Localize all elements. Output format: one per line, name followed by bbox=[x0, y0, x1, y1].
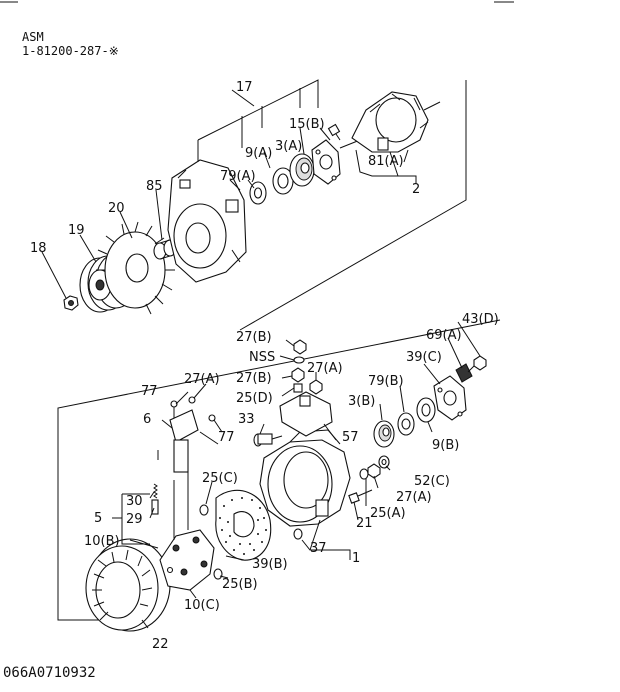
callout-52c: 52(C) bbox=[414, 474, 450, 489]
callout-17: 17 bbox=[236, 80, 253, 95]
part-bearing-3a bbox=[289, 153, 315, 187]
callout-37: 37 bbox=[310, 541, 327, 556]
part-brush-29 bbox=[151, 499, 159, 515]
callout-79b: 79(B) bbox=[368, 374, 404, 389]
callout-21: 21 bbox=[356, 516, 373, 531]
callout-10b: 10(B) bbox=[84, 534, 120, 549]
callout-79a: 79(A) bbox=[220, 169, 256, 184]
callout-39c: 39(C) bbox=[406, 350, 442, 365]
callout-10c: 10(C) bbox=[184, 598, 220, 613]
callout-69a: 69(A) bbox=[426, 328, 462, 343]
callout-15b: 15(B) bbox=[289, 117, 325, 132]
part-plate-15b bbox=[311, 123, 341, 185]
callout-29: 29 bbox=[126, 512, 143, 527]
callout-20: 20 bbox=[108, 201, 125, 216]
part-bearing-3b bbox=[373, 420, 395, 448]
part-bolt-33 bbox=[253, 433, 283, 447]
callout-77-lower: 77 bbox=[218, 430, 235, 445]
part-bolt-21 bbox=[348, 489, 373, 504]
part-rotor bbox=[339, 91, 441, 153]
part-rear-housing bbox=[259, 429, 351, 540]
part-rectifier-10 bbox=[159, 470, 215, 591]
upper-group-border bbox=[239, 80, 467, 331]
callout-nss: NSS bbox=[249, 350, 275, 365]
part-front-housing bbox=[167, 159, 247, 283]
part-tab-69a bbox=[455, 363, 473, 383]
part-regulator-6 bbox=[157, 396, 219, 473]
callout-57: 57 bbox=[342, 430, 359, 445]
callout-22: 22 bbox=[152, 637, 169, 652]
part-number: 1-81200-287-※ bbox=[22, 44, 119, 58]
part-bolt-25b bbox=[213, 568, 223, 580]
callout-5: 5 bbox=[94, 511, 102, 526]
part-ring-9b bbox=[416, 397, 436, 423]
part-nut-27a-right bbox=[309, 379, 323, 395]
figure-code: 066A0710932 bbox=[3, 665, 96, 681]
callout-25a: 25(A) bbox=[370, 506, 406, 521]
part-washer-79b bbox=[397, 412, 415, 436]
part-brush-spring-30 bbox=[153, 483, 158, 499]
part-nut-27b-lower bbox=[291, 367, 305, 383]
part-washer-nss bbox=[293, 356, 305, 364]
part-cover-39b bbox=[215, 489, 272, 561]
part-nut-18 bbox=[63, 295, 79, 311]
lower-leader-lines bbox=[112, 321, 481, 629]
callout-27a-top: 27(A) bbox=[307, 361, 343, 376]
upper-leader-lines bbox=[41, 79, 417, 299]
callout-25d: 25(D) bbox=[236, 391, 273, 406]
part-stator-22 bbox=[85, 538, 171, 632]
lower-assembly-group: 27(B) NSS 27(A) 27(B) 25(D) 43(D) 69(A) … bbox=[57, 312, 501, 652]
callout-2: 2 bbox=[412, 182, 420, 197]
part-terminal-57 bbox=[279, 391, 333, 437]
callout-3a: 3(A) bbox=[275, 139, 302, 154]
part-fan-20 bbox=[96, 221, 175, 315]
callout-6: 6 bbox=[143, 412, 151, 427]
callout-1: 1 bbox=[352, 551, 360, 566]
part-collar-25d bbox=[293, 383, 303, 393]
callout-19: 19 bbox=[68, 223, 85, 238]
part-collar-25a bbox=[359, 468, 369, 480]
callout-27b-lower: 27(B) bbox=[236, 371, 272, 386]
part-bolt-25c bbox=[199, 504, 209, 516]
part-screw-43d bbox=[467, 355, 487, 373]
callout-3b: 3(B) bbox=[348, 394, 375, 409]
callout-85: 85 bbox=[146, 179, 163, 194]
assembly-label: ASM bbox=[22, 30, 44, 44]
part-nut-27b-top bbox=[293, 339, 307, 355]
callout-39b: 39(B) bbox=[252, 557, 288, 572]
part-plate-39c bbox=[433, 375, 467, 421]
part-nut-27a-lower bbox=[367, 463, 381, 479]
callout-18: 18 bbox=[30, 241, 47, 256]
callout-27a-mid: 27(A) bbox=[184, 372, 220, 387]
callout-77-upper: 77 bbox=[141, 384, 158, 399]
upper-assembly-group: 17 15(B) 3(A) 9(A) 79(A) 81(A) 2 85 20 1… bbox=[30, 79, 467, 331]
callout-25b: 25(B) bbox=[222, 577, 258, 592]
callout-27a-lower: 27(A) bbox=[396, 490, 432, 505]
callout-9a: 9(A) bbox=[245, 146, 272, 161]
callout-25c: 25(C) bbox=[202, 471, 238, 486]
callout-9b: 9(B) bbox=[432, 438, 459, 453]
callout-43d: 43(D) bbox=[462, 312, 499, 327]
part-washer-52c bbox=[378, 455, 390, 469]
callout-33: 33 bbox=[238, 412, 255, 427]
callout-27b-top: 27(B) bbox=[236, 330, 272, 345]
callout-81a: 81(A) bbox=[368, 154, 404, 169]
callout-30: 30 bbox=[126, 494, 143, 509]
